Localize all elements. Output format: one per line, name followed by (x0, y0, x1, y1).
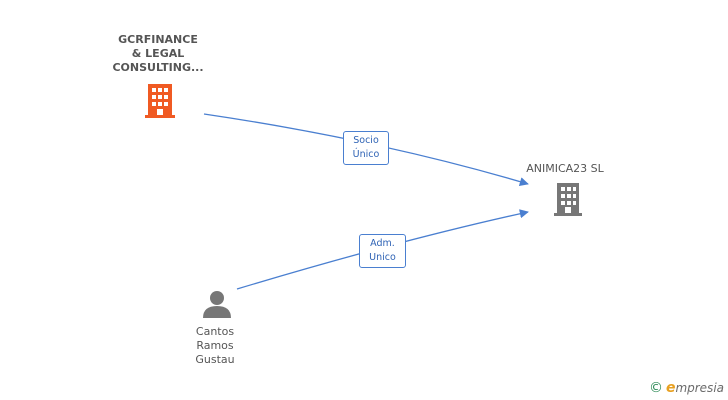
copyright-icon: © (648, 380, 663, 396)
brand-initial: e (665, 380, 676, 396)
person-label[interactable]: Cantos Ramos Gustau (195, 325, 235, 366)
edge-label-adm-unico: Adm. Unico (359, 234, 406, 268)
building-icon[interactable] (145, 84, 175, 118)
edge-label-socio-unico: Socio Único (343, 131, 389, 165)
building-icon[interactable] (554, 183, 582, 216)
brand-name: mpresia (675, 381, 724, 395)
person-icon[interactable] (203, 291, 231, 318)
watermark: ©empresia (649, 380, 724, 396)
company-label-target[interactable]: ANIMICA23 SL (526, 162, 604, 175)
company-label-main[interactable]: GCRFINANCE & LEGAL CONSULTING... (112, 33, 204, 74)
